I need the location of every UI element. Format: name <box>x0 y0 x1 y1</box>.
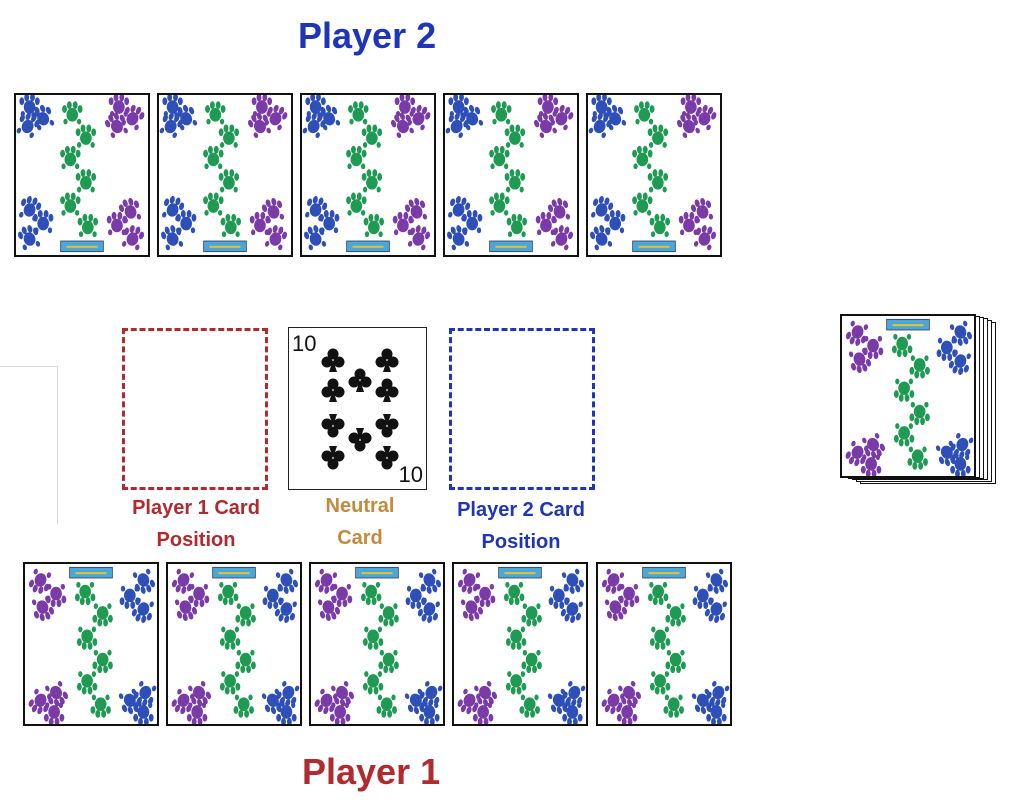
card-deck-icon <box>840 314 976 478</box>
player-2-card[interactable] <box>14 93 150 257</box>
player-1-card-slot[interactable] <box>122 328 268 490</box>
player-2-card[interactable] <box>443 93 579 257</box>
neutral-card[interactable]: 10 10 <box>288 327 427 490</box>
neutral-card-label: Neutral Card <box>325 495 395 549</box>
card-rank: 10 <box>398 462 423 487</box>
player-2-card[interactable] <box>300 93 436 257</box>
player-1-card[interactable] <box>166 562 302 726</box>
divider <box>57 366 58 524</box>
club-icon <box>321 348 399 470</box>
player-2-card[interactable] <box>157 93 293 257</box>
player-2-slot-label: Player 2 Card Position <box>457 499 585 553</box>
player-1-title: Player 1 <box>302 751 441 792</box>
player-1-card[interactable] <box>596 562 732 726</box>
divider <box>0 366 58 367</box>
player-1-card[interactable] <box>23 562 159 726</box>
player-1-slot-label: Player 1 Card Position <box>132 497 260 551</box>
player-2-card-slot[interactable] <box>449 328 595 490</box>
player-2-card[interactable] <box>586 93 722 257</box>
player-1-card[interactable] <box>452 562 588 726</box>
draw-deck[interactable] <box>838 314 1003 484</box>
player-2-title: Player 2 <box>298 15 437 56</box>
player-1-card[interactable] <box>309 562 445 726</box>
card-rank: 10 <box>292 331 317 356</box>
